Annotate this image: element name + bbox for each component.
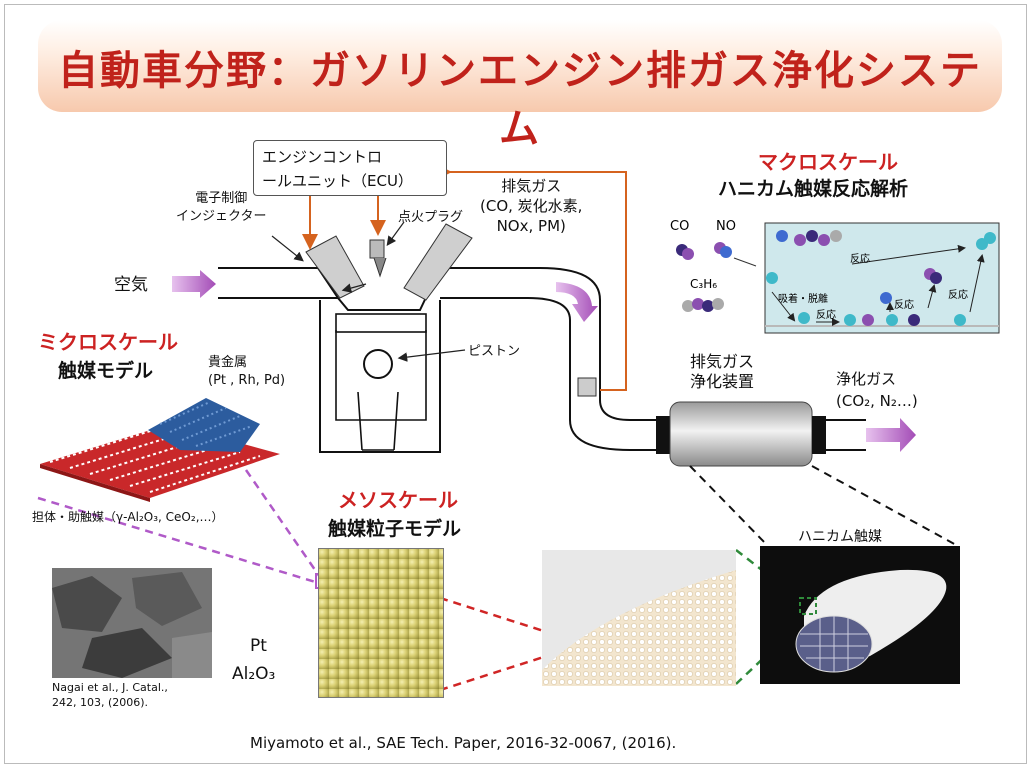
macro-subheading: ハニカム触媒反応解析 bbox=[718, 178, 909, 200]
meso-particle-model bbox=[318, 548, 444, 698]
meso-subheading: 触媒粒子モデル bbox=[328, 518, 462, 540]
air-arrow bbox=[172, 270, 216, 298]
react-label-4: 反応 bbox=[948, 288, 968, 301]
o2-sensor bbox=[577, 377, 597, 397]
injector-label: 電子制御 インジェクター bbox=[176, 191, 267, 224]
support-label: 担体・助触媒（γ-Al₂O₃, CeO₂,…） bbox=[32, 510, 224, 524]
micro-catalyst-model bbox=[40, 398, 280, 502]
pt-label: Pt bbox=[250, 636, 267, 656]
svg-text:NO: NO bbox=[716, 219, 736, 234]
micro-meso-link bbox=[37, 469, 324, 586]
catalytic-converter bbox=[669, 401, 813, 467]
intake-pipe bbox=[218, 267, 318, 299]
al2o3-label: Al₂O₃ bbox=[232, 664, 276, 684]
piston-pin bbox=[363, 349, 393, 379]
ecu-box: エンジンコントロ ールユニット（ECU） bbox=[253, 140, 447, 196]
exhaust-port bbox=[403, 223, 473, 301]
ecu-line1: エンジンコントロ bbox=[262, 148, 383, 166]
honeycomb-label: ハニカム触媒 bbox=[798, 529, 882, 545]
piston bbox=[335, 330, 427, 421]
svg-text:C₃H₆: C₃H₆ bbox=[690, 277, 717, 291]
title-banner: 自動車分野：ガソリンエンジン排ガス浄化システム bbox=[38, 20, 1002, 152]
air-label: 空気 bbox=[114, 275, 148, 295]
macro-heading: マクロスケール bbox=[758, 150, 898, 174]
adsorb-label: 吸着・脱離 bbox=[778, 292, 828, 305]
clean-gas-arrow bbox=[866, 418, 916, 452]
citation: Miyamoto et al., SAE Tech. Paper, 2016-3… bbox=[250, 734, 677, 752]
piston-label: ピストン bbox=[468, 344, 521, 359]
converter-honeycomb-link bbox=[689, 465, 959, 547]
meso-heading: メソスケール bbox=[338, 488, 458, 512]
connecting-rod bbox=[357, 391, 399, 451]
cylinder-block bbox=[319, 300, 441, 453]
tem-reference: Nagai et al., J. Catal., 242, 103, (2006… bbox=[52, 681, 168, 709]
slide-title: 自動車分野：ガソリンエンジン排ガス浄化システム bbox=[58, 48, 982, 152]
honeycomb-closeup bbox=[542, 550, 736, 686]
micro-subheading: 触媒モデル bbox=[58, 360, 154, 382]
slide-frame bbox=[4, 4, 1027, 764]
reaction-panel: 反応 吸着・脱離 反応 反応 反応 bbox=[764, 222, 1000, 334]
react-label-2: 反応 bbox=[816, 308, 836, 321]
ecu-control-line bbox=[436, 164, 627, 391]
react-label-1: 反応 bbox=[850, 252, 870, 265]
svg-text:CO: CO bbox=[670, 219, 689, 234]
exhaust-flow-arrow bbox=[556, 282, 598, 322]
exhaust-pipe-inner bbox=[527, 297, 660, 451]
micro-heading: ミクロスケール bbox=[38, 330, 178, 354]
ecu-line2: ールユニット（ECU） bbox=[262, 172, 413, 190]
react-label-3: 反応 bbox=[894, 298, 914, 311]
honeycomb-photo bbox=[760, 546, 960, 684]
molecule-legend: CO NO C₃H₆ bbox=[670, 219, 757, 312]
intake-port bbox=[305, 235, 365, 299]
exhaust-pipe-outer bbox=[539, 267, 660, 421]
tem-image bbox=[52, 568, 212, 678]
spark-plug-label: 点火プラグ bbox=[398, 210, 464, 225]
clean-gas-label: 浄化ガス (CO₂, N₂…) bbox=[836, 370, 918, 410]
exhaust-gas-label: 排気ガス (CO, 炭化水素, NOx, PM) bbox=[480, 177, 583, 235]
noble-metal-label: 貴金属 (Pt , Rh, Pd) bbox=[208, 355, 286, 388]
purifier-label: 排気ガス 浄化装置 bbox=[690, 352, 755, 391]
spark-plug bbox=[369, 239, 385, 259]
